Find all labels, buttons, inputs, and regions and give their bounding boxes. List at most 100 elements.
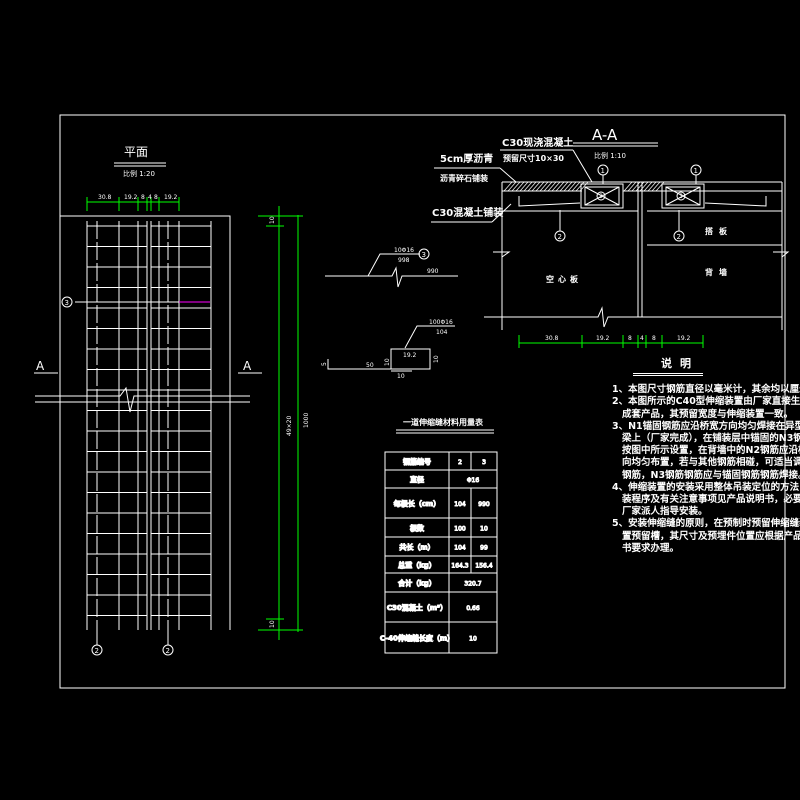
callout-3: 3 <box>599 193 603 200</box>
table-row-label: 每根长（cm） <box>394 499 440 508</box>
section-a-a: A-A 比例 1:10 C30现浇混凝土 预留尺寸10×30 5cm厚沥青 沥青… <box>431 126 790 348</box>
plan-dim: 30.8 <box>98 194 112 201</box>
table-row-label: C-40伸缩缝长度（m） <box>380 634 454 643</box>
plan-dim: 8 <box>154 194 158 201</box>
table-cell: 3 <box>482 459 486 466</box>
bar2-leg: 50 <box>366 362 374 369</box>
table-cell: 990 <box>478 501 490 508</box>
bar2-label: 100Φ16 <box>429 319 453 326</box>
plan-dim: 8 <box>141 194 145 201</box>
note-line: 置预留槽，其尺寸及预埋件位置应根据产品说明 <box>622 530 800 542</box>
table-cell: 0.66 <box>466 605 480 612</box>
notes: 说明 1、本图尺寸钢筋直径以毫米计，其余均以厘米计。2、本图所示的C40型伸缩装… <box>612 357 800 555</box>
expansion-device-right <box>661 183 705 209</box>
section-title: A-A <box>592 126 618 144</box>
section-dimensions <box>518 335 704 348</box>
note-line: 梁上（厂家完成），在铺装层中锚固的N3钢筋应 <box>622 433 800 445</box>
callout-bar2-left <box>91 644 103 656</box>
plan-rebar-grid <box>86 221 212 630</box>
table-row-label: C30混凝土（m³） <box>387 603 447 612</box>
note-line: 厂家派人指导安装。 <box>622 506 708 518</box>
bar3-callout: 3 <box>422 251 426 259</box>
table-row-label: 根数 <box>410 524 425 533</box>
callout-bar3 <box>61 296 73 308</box>
note-line: 1、本图尺寸钢筋直径以毫米计，其余均以厘米计。 <box>612 384 800 396</box>
side-dim-top: 10 <box>269 216 276 224</box>
table-cell: 10 <box>480 526 488 533</box>
plan-view: 平面 比例 1:20 30.8 19.2 8 4 8 19.2 3 2 2 A <box>34 145 310 656</box>
plan-scale: 比例 1:20 <box>123 169 155 178</box>
note-line: 钢筋，N3钢筋钢筋应与锚固钢筋钢筋焊接。 <box>622 469 800 481</box>
bar2-side: 10 <box>433 355 440 363</box>
asphalt-hatch <box>503 181 665 192</box>
section-dim: 30.8 <box>545 335 559 342</box>
table-cell: 164.3 <box>451 563 468 570</box>
callout-3: 3 <box>679 193 683 200</box>
note-line: 书要求办理。 <box>622 542 680 554</box>
plan-side-dimensions <box>258 206 303 640</box>
section-mark-left: A <box>36 359 45 373</box>
table-cell: 104 <box>454 501 466 508</box>
table-row-label: 合计（kg） <box>397 579 436 588</box>
bar2-width: 19.2 <box>403 352 417 359</box>
callout-1: 1 <box>601 167 605 175</box>
note-line: 4、伸缩装置的安装采用整体吊装定位的方法，安 <box>612 481 800 493</box>
label-c30-pave: C30混凝土铺装 <box>432 206 503 219</box>
plan-outline <box>59 215 231 630</box>
plan-dim: 19.2 <box>124 194 138 201</box>
bar3-label: 10Φ16 <box>394 247 414 254</box>
plan-title: 平面 <box>124 145 148 159</box>
table-cell: 100 <box>454 526 466 533</box>
table-cell: 156.4 <box>475 563 492 570</box>
section-dim: 4 <box>640 335 644 342</box>
note-line: 5、安装伸缩缝的原则，在预制时预留伸缩缝装 <box>612 518 800 530</box>
plan-dim: 19.2 <box>164 194 178 201</box>
plan-break-line <box>35 386 250 413</box>
bar2-hook: 5 <box>321 362 328 366</box>
table-row-label: 直径 <box>410 475 424 484</box>
table-border <box>384 451 498 654</box>
table-cell: 2 <box>458 459 462 466</box>
callout-2: 2 <box>558 233 562 241</box>
callout-text: 2 <box>95 647 99 655</box>
bar3-segment: 990 <box>427 268 439 275</box>
label-approach-slab: 搭板 <box>705 226 733 236</box>
bar2-length: 104 <box>436 329 448 336</box>
note-line: 成套产品，其预留宽度与伸缩装置一致。 <box>622 408 794 420</box>
section-scale: 比例 1:10 <box>594 151 626 160</box>
section-dim: 19.2 <box>596 335 610 342</box>
table-cell: 99 <box>480 545 488 552</box>
table-cell: 104 <box>454 545 466 552</box>
table-row-label: 钢筋编号 <box>403 457 431 466</box>
plan-top-dimensions <box>86 197 180 211</box>
label-back-wall: 背墙 <box>705 267 733 277</box>
callout-2: 2 <box>677 233 681 241</box>
table-row-label: 总重（kg） <box>398 561 436 570</box>
section-dim: 8 <box>652 335 656 342</box>
notes-title: 说明 <box>661 357 699 370</box>
table-cell: 10 <box>469 636 477 643</box>
bar2-side: 10 <box>384 358 391 366</box>
section-dim: 19.2 <box>677 335 691 342</box>
side-dim-bottom: 10 <box>269 620 276 628</box>
callout-bar2-right <box>162 644 174 656</box>
table-cell: 320.7 <box>464 581 481 588</box>
note-line: 按图中所示设置，在背墙中的N2钢筋应沿桥宽方 <box>622 445 800 457</box>
callout-bar3-text: 3 <box>65 299 69 307</box>
table-cell: Φ16 <box>467 477 480 484</box>
note-line: 装程序及有关注意事项见产品说明书，必要时请 <box>622 494 800 506</box>
label-reserved: 预留尺寸10×30 <box>503 153 564 163</box>
note-line: 2、本图所示的C40型伸缩装置由厂家直接生产的 <box>612 396 800 408</box>
bar2-detail <box>327 325 455 372</box>
side-dim-middle: 49×20 <box>286 416 293 436</box>
label-asphalt-2: 沥青碎石铺装 <box>440 173 488 183</box>
bar2-bottom: 10 <box>397 373 405 380</box>
callout-text: 2 <box>166 647 170 655</box>
label-c30-cast: C30现浇混凝土 <box>502 136 573 149</box>
label-hollow-slab: 空心板 <box>546 274 582 284</box>
expansion-device-left <box>580 183 624 209</box>
note-line: 3、N1锚固钢筋应沿桥宽方向均匀焊接在异型钢 <box>612 420 800 432</box>
plan-dim: 4 <box>148 194 152 201</box>
section-dim: 8 <box>628 335 632 342</box>
